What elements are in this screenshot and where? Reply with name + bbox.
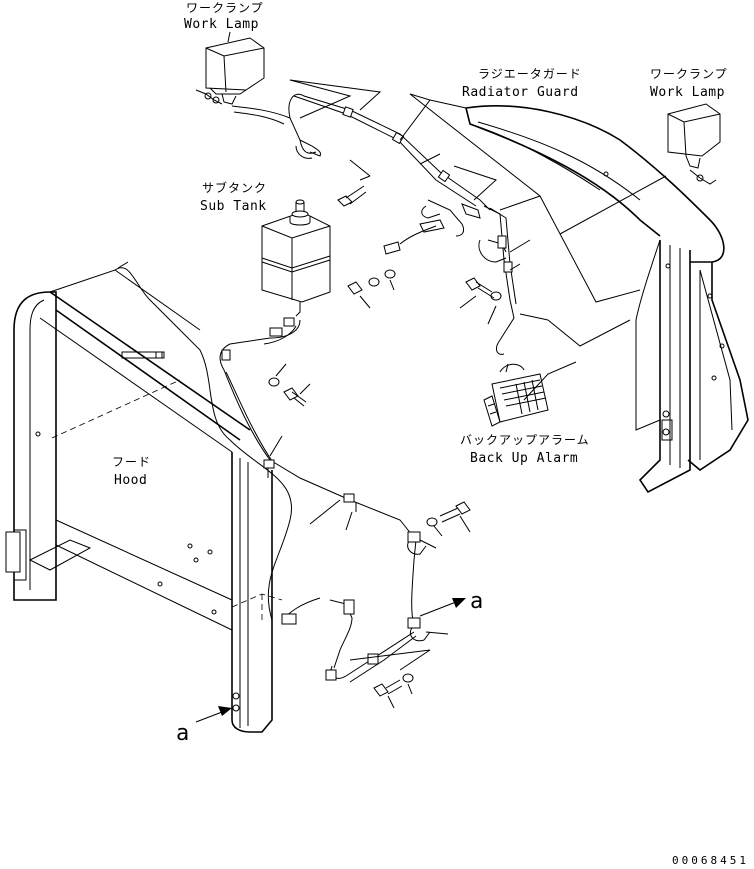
hood-label-jp: フード <box>112 455 151 469</box>
work-lamp-left-label: Work Lamp <box>184 17 259 32</box>
lower-wiring-harness <box>219 317 431 683</box>
fasteners <box>268 185 502 697</box>
work-lamp-left <box>195 37 265 105</box>
view-arrow-right-label: a <box>470 589 483 614</box>
view-arrow-right <box>419 598 466 617</box>
radiator-guard-label: Radiator Guard <box>462 85 579 100</box>
leader-lines <box>227 31 667 709</box>
radiator-guard-label-jp: ラジエータガード <box>478 67 582 81</box>
work-lamp-right-label: Work Lamp <box>650 85 725 100</box>
back-up-alarm-label: Back Up Alarm <box>470 451 578 466</box>
work-lamp-right-label-jp: ワークランプ <box>650 67 728 81</box>
back-up-alarm <box>483 363 549 427</box>
sub-tank <box>261 199 331 317</box>
view-arrow-left-label: a <box>176 721 189 746</box>
work-lamp-left-label-jp: ワークランプ <box>186 1 264 15</box>
radiator-guard <box>465 105 749 494</box>
sub-tank-label-jp: サブタンク <box>202 180 267 195</box>
hood <box>5 261 292 733</box>
work-lamp-right <box>667 103 721 185</box>
back-up-alarm-label-jp: バックアップアラーム <box>460 433 590 447</box>
sub-tank-label: Sub Tank <box>200 199 267 214</box>
hood-label: Hood <box>114 473 147 488</box>
view-arrow-left <box>195 706 232 723</box>
drawing-number: 00068451 <box>672 854 749 867</box>
upper-wiring-harness <box>231 93 517 355</box>
